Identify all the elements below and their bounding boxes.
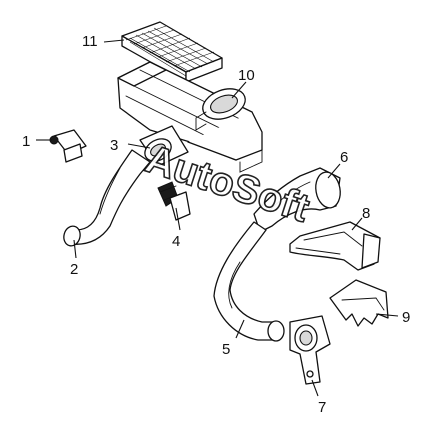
main-intake-pipe bbox=[213, 221, 285, 342]
mounting-clip bbox=[157, 181, 191, 221]
callout-numbers: 1 2 3 4 5 6 7 8 9 10 11 bbox=[22, 33, 410, 416]
callout-2: 2 bbox=[70, 261, 78, 278]
upper-intake-duct bbox=[253, 167, 341, 233]
mounting-bracket-plate bbox=[329, 279, 389, 327]
callout-9: 9 bbox=[402, 309, 410, 326]
callout-3: 3 bbox=[110, 137, 118, 154]
hose-connector-clamp bbox=[139, 125, 189, 167]
callout-10: 10 bbox=[238, 67, 255, 84]
callout-4: 4 bbox=[172, 233, 180, 250]
callout-7: 7 bbox=[318, 399, 326, 416]
callout-6: 6 bbox=[340, 149, 348, 166]
air-scoop bbox=[289, 221, 381, 271]
duct-flange-bracket bbox=[289, 315, 331, 385]
air-sensor bbox=[49, 129, 87, 163]
callout-1: 1 bbox=[22, 133, 30, 150]
callout-11: 11 bbox=[82, 33, 98, 50]
air-filter-housing bbox=[117, 61, 263, 173]
leader-lines bbox=[36, 39, 399, 397]
intake-hose bbox=[63, 149, 151, 247]
callout-5: 5 bbox=[222, 341, 230, 358]
callout-8: 8 bbox=[362, 205, 370, 222]
air-filter-element bbox=[121, 21, 223, 83]
